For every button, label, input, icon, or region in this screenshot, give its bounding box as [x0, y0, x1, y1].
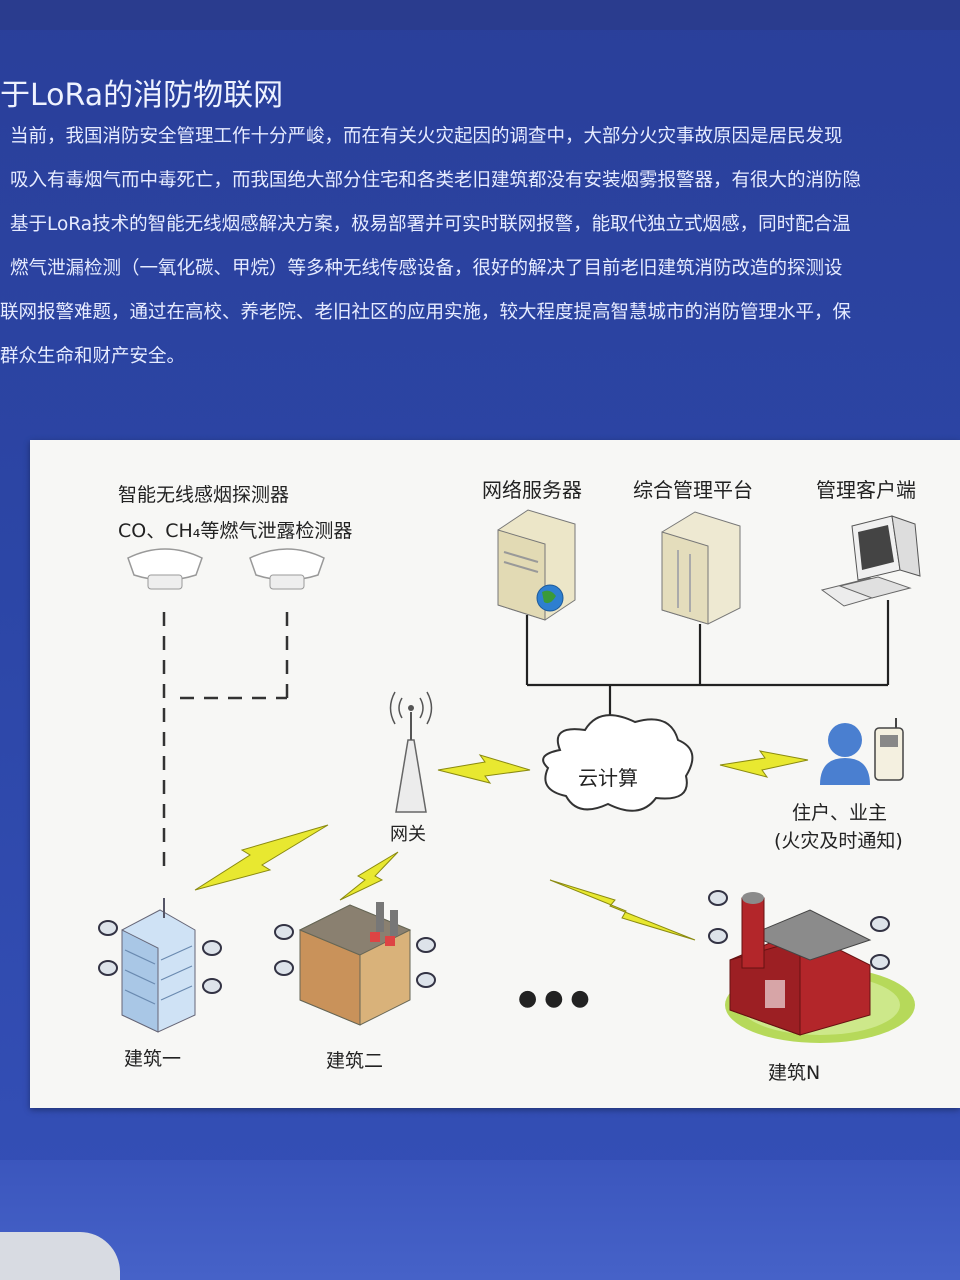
management-platform-icon	[662, 512, 740, 624]
mini-detector-icon	[275, 961, 293, 975]
lightning-bolt-icon	[720, 751, 808, 777]
top-border-strip	[0, 0, 960, 30]
lightning-bolt-icon	[195, 825, 328, 890]
lightning-bolt-icon	[340, 852, 398, 900]
gas-detector-label: CO、CH₄等燃气泄露检测器	[118, 516, 352, 543]
bottom-corner-object	[0, 1232, 120, 1280]
building-two-icon	[300, 902, 410, 1025]
poster-bottom-area	[0, 1160, 960, 1280]
building-one-label: 建筑一	[124, 1044, 181, 1071]
smoke-detector-icon	[128, 549, 202, 589]
mini-detector-icon	[871, 917, 889, 931]
mini-detector-icon	[417, 973, 435, 987]
resident-notice-label: (火灾及时通知)	[774, 826, 903, 853]
poster-title: 于LoRa的消防物联网	[0, 70, 283, 114]
mini-detector-icon	[99, 921, 117, 935]
mini-detector-icon	[203, 979, 221, 993]
mini-detector-icon	[203, 941, 221, 955]
gas-detector-icon	[250, 549, 324, 589]
wireless-signal-bolts	[195, 751, 808, 940]
mini-detector-icon	[709, 929, 727, 943]
network-server-icon	[498, 510, 575, 620]
mini-detector-icon	[709, 891, 727, 905]
gateway-antenna-icon	[391, 692, 432, 812]
mini-detector-icon	[99, 961, 117, 975]
building-n-label: 建筑N	[768, 1058, 820, 1085]
resident-user-icon	[820, 718, 903, 785]
intro-line: 当前，我国消防安全管理工作十分严峻，而在有关火灾起因的调查中，大部分火灾事故原因…	[10, 122, 960, 148]
cloud-label: 云计算	[578, 762, 638, 791]
building-one-icon	[122, 898, 195, 1032]
management-client-icon	[822, 516, 920, 606]
architecture-diagram-panel: 智能无线感烟探测器 CO、CH₄等燃气泄露检测器 网络服务器 综合管理平台 管理…	[30, 440, 960, 1108]
intro-line: 联网报警难题，通过在高校、养老院、老旧社区的应用实施，较大程度提高智慧城市的消防…	[0, 298, 960, 324]
mini-detector-icon	[417, 938, 435, 952]
smoke-detector-label: 智能无线感烟探测器	[118, 480, 289, 507]
ellipsis-indicator: ● ● ●	[518, 986, 590, 1011]
resident-label: 住户、业主	[792, 798, 887, 825]
intro-line: 燃气泄漏检测（一氧化碳、甲烷）等多种无线传感设备，很好的解决了目前老旧建筑消防改…	[10, 254, 960, 280]
building-two-label: 建筑二	[326, 1046, 383, 1073]
server-label: 网络服务器	[482, 474, 582, 503]
lightning-bolt-icon	[550, 880, 695, 940]
platform-label: 综合管理平台	[633, 474, 753, 503]
intro-line: 基于LoRa技术的智能无线烟感解决方案，极易部署并可实时联网报警，能取代独立式烟…	[10, 210, 960, 236]
mini-detector-icon	[871, 955, 889, 969]
mini-detector-icon	[275, 925, 293, 939]
intro-line: 群众生命和财产安全。	[0, 342, 960, 368]
lightning-bolt-icon	[438, 755, 530, 783]
client-label: 管理客户端	[816, 474, 916, 503]
intro-line: 吸入有毒烟气而中毒死亡，而我国绝大部分住宅和各类老旧建筑都没有安装烟雾报警器，有…	[10, 166, 960, 192]
gateway-label: 网关	[390, 820, 426, 846]
detector-dashed-links	[164, 612, 287, 870]
